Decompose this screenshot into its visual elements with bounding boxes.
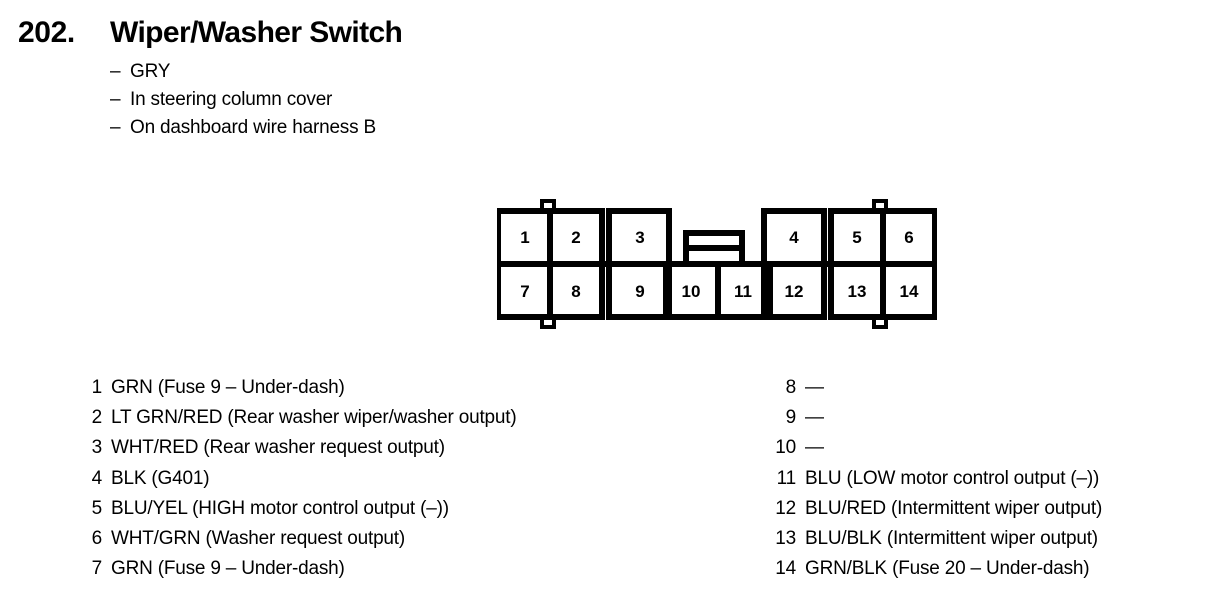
pin-number: 7 <box>91 558 103 580</box>
pin-description: BLU/RED (Intermittent wiper output) <box>805 497 1103 519</box>
pin-label-2: 2 <box>571 228 580 247</box>
pin-label-10: 10 <box>682 282 701 301</box>
pin-number: 2 <box>91 407 103 429</box>
divider-10-11 <box>715 264 721 317</box>
bullet-dash: – <box>110 61 121 82</box>
pin-number-labels: 1 2 3 4 5 6 7 8 9 10 11 12 13 14 <box>520 228 919 301</box>
pin-label-9: 9 <box>635 282 644 301</box>
pin-description: WHT/GRN (Washer request output) <box>111 528 406 550</box>
pin-number: 8 <box>785 377 797 398</box>
bullet-dash: – <box>110 89 121 110</box>
pin-number: 1 <box>91 377 103 398</box>
pin-label-7: 7 <box>520 282 529 301</box>
divider-11-12 <box>767 264 773 317</box>
pin-description: BLU/BLK (Intermittent wiper output) <box>805 528 1098 550</box>
pin-list-item: 7 GRN (Fuse 9 – Under-dash) <box>78 554 738 584</box>
pin-list-item: 9 — <box>772 403 1202 433</box>
pin-number: 4 <box>91 467 103 489</box>
latch-slot <box>686 245 742 251</box>
pin-list-item: 6 WHT/GRN (Washer request output) <box>78 524 738 554</box>
pin-label-14: 14 <box>900 282 919 301</box>
pin-list-right-column: 8 — 9 — 10 — 11 BLU (LOW motor control o… <box>772 373 1202 584</box>
pin-list-left-column: 1 GRN (Fuse 9 – Under-dash) 2 LT GRN/RED… <box>78 373 738 584</box>
pin-number: 5 <box>91 497 103 519</box>
pin-list-item: 1 GRN (Fuse 9 – Under-dash) <box>78 373 738 403</box>
attribute-item-color: – GRY <box>110 58 718 86</box>
pin-description: GRN (Fuse 9 – Under-dash) <box>111 377 345 398</box>
pin-list-item: 8 — <box>772 373 1202 403</box>
pin-number: 12 <box>775 497 796 519</box>
pin-number: 3 <box>91 437 103 459</box>
pin-description: WHT/RED (Rear washer request output) <box>111 437 445 459</box>
pin-list-item: 2 LT GRN/RED (Rear washer wiper/washer o… <box>78 403 738 433</box>
center-latch-icon <box>683 230 745 267</box>
section-number: 202. <box>18 16 75 49</box>
attribute-text: In steering column cover <box>130 89 333 110</box>
pin-label-4: 4 <box>789 228 799 247</box>
pin-label-5: 5 <box>852 228 861 247</box>
pin-label-8: 8 <box>571 282 580 301</box>
pin-number: 13 <box>775 528 796 550</box>
pin-number: 10 <box>775 437 796 459</box>
pin-description: BLU/YEL (HIGH motor control output (–)) <box>111 497 449 519</box>
pin-label-13: 13 <box>848 282 867 301</box>
pin-label-11: 11 <box>734 282 752 301</box>
pin-description: GRN (Fuse 9 – Under-dash) <box>111 558 345 580</box>
pin-label-6: 6 <box>904 228 913 247</box>
pin-list-item: 5 BLU/YEL (HIGH motor control output (–)… <box>78 494 738 524</box>
pin-list-item: 12 BLU/RED (Intermittent wiper output) <box>772 494 1202 524</box>
header-block: 202. Wiper/Washer Switch – GRY – In stee… <box>18 16 718 142</box>
pin-description: — <box>805 437 824 459</box>
pin-list-item: 11 BLU (LOW motor control output (–)) <box>772 464 1202 494</box>
divider-1-2 <box>547 211 553 317</box>
pin-list-item: 3 WHT/RED (Rear washer request output) <box>78 433 738 463</box>
attribute-text: On dashboard wire harness B <box>130 117 376 138</box>
attribute-item-location: – In steering column cover <box>110 86 718 114</box>
page-title: Wiper/Washer Switch <box>110 16 403 49</box>
pin-description: BLK (G401) <box>111 467 210 489</box>
pin-label-12: 12 <box>785 282 804 301</box>
pin-description: GRN/BLK (Fuse 20 – Under-dash) <box>805 558 1090 580</box>
pin-number: 6 <box>91 528 103 550</box>
pin-list-item: 13 BLU/BLK (Intermittent wiper output) <box>772 524 1202 554</box>
pin-label-1: 1 <box>520 228 529 247</box>
pin-number: 14 <box>775 558 796 580</box>
attribute-list: – GRY – In steering column cover – On da… <box>110 58 718 142</box>
bullet-dash: – <box>110 117 121 138</box>
divider-9-10 <box>663 264 669 317</box>
pin-description: LT GRN/RED (Rear washer wiper/washer out… <box>111 407 517 429</box>
pin-number: 11 <box>776 467 797 489</box>
title-row: 202. Wiper/Washer Switch <box>18 16 718 50</box>
pin-description: — <box>805 407 824 429</box>
attribute-item-harness: – On dashboard wire harness B <box>110 114 718 142</box>
pin-description: — <box>805 377 824 398</box>
pin-description: BLU (LOW motor control output (–)) <box>805 467 1100 489</box>
attribute-text: GRY <box>130 61 171 82</box>
pin-list-item: 14 GRN/BLK (Fuse 20 – Under-dash) <box>772 554 1202 584</box>
pin-label-3: 3 <box>635 228 644 247</box>
connector-diagram: 1 2 3 4 5 6 7 8 9 10 11 12 13 14 <box>497 198 937 330</box>
pin-list-item: 10 — <box>772 433 1202 463</box>
pin-number: 9 <box>785 407 797 429</box>
pin-list-item: 4 BLK (G401) <box>78 464 738 494</box>
divider-5-6 <box>880 211 886 317</box>
